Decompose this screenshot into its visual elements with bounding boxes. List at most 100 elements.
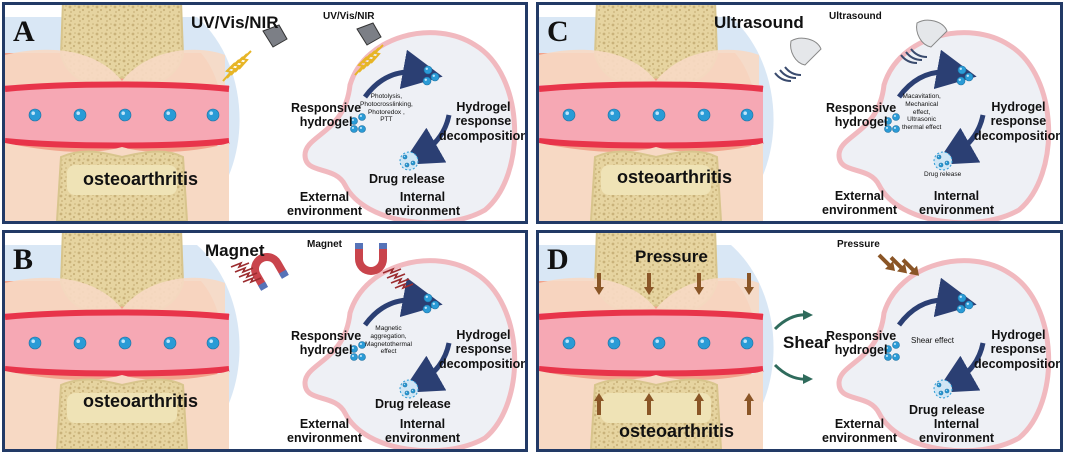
uptake-arrow [362,49,443,99]
joint-label: osteoarthritis [83,169,199,189]
stimulus-title: Pressure [635,247,708,266]
drug-highlight [432,302,435,305]
label-plate [601,165,711,195]
drug-highlight [893,354,896,357]
drug-highlight [411,389,413,391]
drug-highlight [959,295,962,298]
drug-highlight [351,354,355,357]
drug-particle [562,108,576,122]
hydrogel-response-label: Hydrogel response decomposition [439,100,528,143]
pressure-arrowhead [694,393,704,401]
drug-particle [73,336,87,350]
drug-highlight [700,339,704,343]
joint-label: osteoarthritis [83,391,199,411]
panel-a: A UV/Vis/NIR UV/Vis/NIR osteoarthritis R… [2,2,528,224]
drug-particle [430,300,440,310]
external-environment-label: External environment [822,417,898,446]
drug-highlight [655,111,659,115]
responsive-hydrogel-label: Responsive hydrogel [291,329,362,358]
drug-highlight [939,163,941,165]
stimulus-small-label: Pressure [837,239,880,250]
drug-highlight [885,126,888,129]
pressure-arrowhead [644,393,654,401]
drug-highlight [885,118,888,121]
drug-highlight [945,161,947,163]
drug-highlight [405,391,407,393]
joint-fluid [5,313,229,373]
drug-highlight [937,383,939,385]
drug-particle [957,293,967,303]
drug-particle [956,304,966,314]
panel-letter: B [13,243,34,276]
stimulus-small-label: UV/Vis/NIR [323,11,375,22]
burst-capsule [933,151,953,171]
drug-release-label: Drug release [909,403,985,417]
uptake-arrow [896,49,977,99]
drug-particle [430,72,440,82]
burst-capsule [933,379,953,399]
pressure-arrowhead [744,393,754,401]
drug-particle [163,336,177,350]
drug-particle [607,108,621,122]
pressure-arrow [901,258,917,274]
internal-environment-label: Internal environment [385,417,461,446]
drug-highlight [610,339,614,343]
upper-inflamed-border [539,81,764,92]
magnetic-field-line [230,261,250,269]
hydrogel-body [302,258,518,449]
drug-highlight [885,354,888,357]
drug-particle [740,336,754,350]
drug-particle [410,388,416,394]
drug-particle [607,336,621,350]
drug-particle [938,390,944,396]
horseshoe-magnet-icon [355,243,387,275]
upper-cartilage [5,277,225,315]
internal-environment-label: Internal environment [385,190,461,219]
pressure-arrowhead [594,393,604,401]
release-arrow [401,342,452,393]
drug-highlight [966,74,969,78]
light-emitter-icon [356,22,382,46]
drug-highlight [31,111,35,115]
drug-particle [652,108,666,122]
drug-highlight [351,118,355,121]
drug-particle [944,160,950,166]
joint-scene-a [5,5,518,221]
joint-scene-c [539,5,1052,221]
upper-cartilage [5,49,225,87]
shear-arrowhead [803,374,813,384]
shear-arrowhead [803,310,813,320]
release-arrow [935,342,986,393]
drug-particle [206,336,220,350]
panel-letter: D [547,243,569,276]
joint-scene-b [5,233,518,449]
responsive-hydrogel-label: Responsive hydrogel [291,101,362,130]
horseshoe-magnet-icon [251,253,289,291]
release-arrow [401,114,452,165]
drug-particle [956,76,966,86]
drug-particle [697,336,711,350]
drug-particle [118,336,132,350]
drug-particle [938,162,944,168]
drug-highlight [209,111,213,115]
lower-inflamed-border [5,138,230,149]
responsive-hydrogel-label: Responsive hydrogel [826,101,897,130]
panel-letter: A [13,15,35,48]
drug-particle [423,65,433,75]
hydrogel-response-label: Hydrogel response decomposition [974,100,1063,143]
pressure-arrowhead [594,287,604,295]
internal-environment-label: Internal environment [919,417,995,446]
drug-release-label: Drug release [924,171,962,178]
joint-label: osteoarthritis [617,167,733,187]
hydrogel-response-label: Hydrogel response decomposition [439,328,528,371]
drug-particle [118,108,132,122]
drug-particle [652,336,666,350]
drug-highlight [893,342,896,345]
drug-highlight [885,346,888,349]
drug-highlight [359,126,363,129]
drug-particle [206,108,220,122]
ultrasound-wave [774,72,792,82]
drug-particle [28,108,42,122]
magnetic-field-line [238,271,258,279]
magnetic-field-line [382,267,402,275]
